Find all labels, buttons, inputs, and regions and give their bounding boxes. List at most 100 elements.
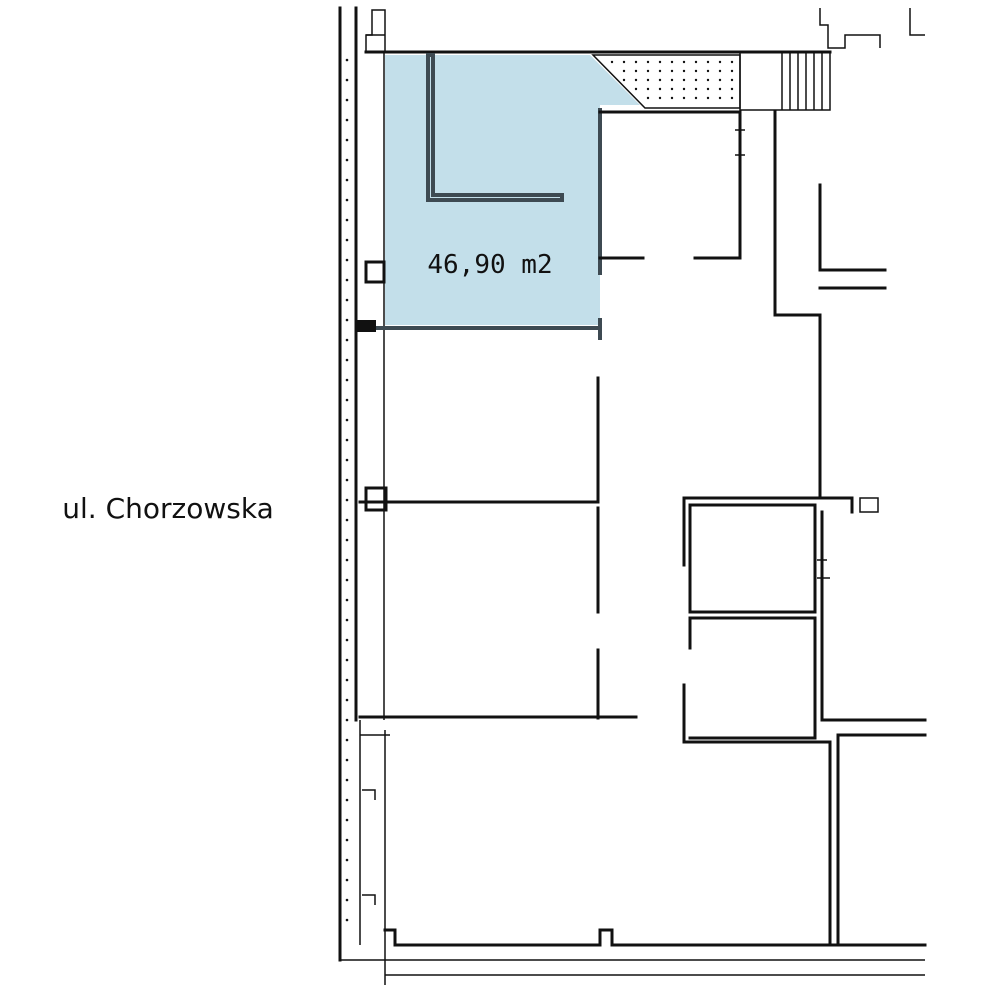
facade-dot (345, 878, 349, 882)
dotted-landing (591, 54, 741, 109)
landing-dot (718, 78, 722, 82)
landing-dot (634, 60, 638, 64)
landing-dot (730, 69, 734, 73)
landing-dot (718, 87, 722, 91)
facade-dot (345, 678, 349, 682)
facade-dot (345, 578, 349, 582)
landing-dot (718, 96, 722, 100)
facade-dot (345, 798, 349, 802)
landing-dot (730, 96, 734, 100)
landing-dot (658, 78, 662, 82)
facade-dot (345, 738, 349, 742)
facade-dot (345, 558, 349, 562)
facade-dot (345, 458, 349, 462)
facade-dot (345, 198, 349, 202)
landing-dot (706, 78, 710, 82)
facade-dot (345, 218, 349, 222)
landing-dot (706, 96, 710, 100)
landing-dot (658, 87, 662, 91)
facade-dot (345, 618, 349, 622)
staircase (739, 51, 831, 111)
facade-dot (345, 298, 349, 302)
facade-dot (345, 478, 349, 482)
landing-dot (634, 87, 638, 91)
facade-dot (345, 638, 349, 642)
facade-dot (345, 278, 349, 282)
facade-dot (345, 98, 349, 102)
landing-dot (730, 60, 734, 64)
landing-dot (670, 78, 674, 82)
landing-dot (682, 69, 686, 73)
landing-dot (646, 87, 650, 91)
landing-dot (706, 60, 710, 64)
facade-dot (345, 58, 349, 62)
landing-dot (718, 69, 722, 73)
unit-area-label: 46,90 m2 (427, 250, 552, 280)
landing-dot (682, 60, 686, 64)
facade-wall (338, 6, 925, 985)
landing-dot (658, 69, 662, 73)
landing-dot (658, 60, 662, 64)
facade-dot (345, 318, 349, 322)
landing-dot (706, 69, 710, 73)
landing-dot (694, 96, 698, 100)
landing-dot (682, 96, 686, 100)
landing-dot (730, 87, 734, 91)
facade-dot (345, 258, 349, 262)
landing-dot (646, 60, 650, 64)
facade-dot (345, 138, 349, 142)
facade-dot (345, 498, 349, 502)
landing-dot (670, 96, 674, 100)
landing-dot (610, 60, 614, 64)
landing-dot (634, 69, 638, 73)
landing-dot (658, 96, 662, 100)
facade-dot (345, 718, 349, 722)
facade-dot (345, 658, 349, 662)
landing-dot (694, 87, 698, 91)
facade-dot (345, 518, 349, 522)
landing-dot (730, 78, 734, 82)
facade-dot (345, 158, 349, 162)
facade-dot (345, 78, 349, 82)
landing-dot (646, 69, 650, 73)
facade-dot (345, 378, 349, 382)
landing-dot (622, 78, 626, 82)
landing-dot (682, 87, 686, 91)
landing-dot (694, 78, 698, 82)
landing-dot (694, 60, 698, 64)
landing-dot (634, 78, 638, 82)
facade-dot (345, 778, 349, 782)
highlighted-unit-area[interactable] (385, 55, 640, 325)
facade-dot (345, 538, 349, 542)
facade-dot (345, 238, 349, 242)
landing-dot (670, 69, 674, 73)
facade-dot (345, 818, 349, 822)
landing-dot (682, 78, 686, 82)
facade-dot (345, 338, 349, 342)
facade-dot (345, 358, 349, 362)
facade-dot (345, 178, 349, 182)
facade-dot (345, 698, 349, 702)
landing-dot (646, 78, 650, 82)
facade-dot (345, 418, 349, 422)
landing-dot (622, 69, 626, 73)
landing-dot (718, 60, 722, 64)
facade-dot (345, 918, 349, 922)
facade-dot (345, 838, 349, 842)
interior-walls (356, 8, 927, 947)
landing-dot (670, 87, 674, 91)
facade-dot (345, 438, 349, 442)
facade-dot (345, 758, 349, 762)
facade-dot (345, 898, 349, 902)
landing-dot (670, 60, 674, 64)
landing-dot (646, 96, 650, 100)
landing-dot (706, 87, 710, 91)
street-name-label: ul. Chorzowska (62, 492, 273, 525)
facade-dot (345, 598, 349, 602)
landing-dot (622, 60, 626, 64)
facade-dot (345, 398, 349, 402)
facade-dot (345, 858, 349, 862)
landing-dot (694, 69, 698, 73)
facade-dot (345, 118, 349, 122)
